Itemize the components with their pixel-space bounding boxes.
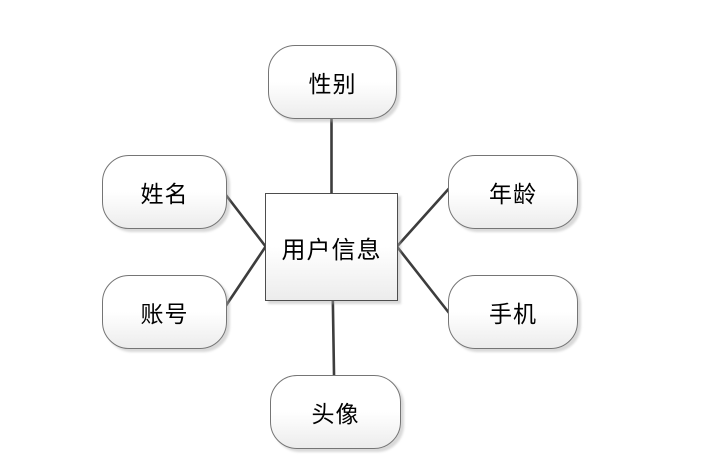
node-avatar-label: 头像 — [311, 402, 360, 428]
node-phone-label: 手机 — [489, 302, 537, 328]
node-gender-label: 性别 — [308, 72, 357, 98]
node-name-label: 姓名 — [140, 182, 189, 208]
node-account-label: 账号 — [140, 302, 189, 328]
node-phone: 手机 — [448, 275, 578, 349]
node-gender: 性别 — [268, 45, 397, 119]
node-entity: 用户信息 — [265, 193, 398, 301]
node-avatar: 头像 — [270, 375, 401, 449]
node-name: 姓名 — [102, 155, 227, 229]
connector-phone-entity — [395, 244, 455, 320]
connector-age-entity — [395, 182, 455, 249]
node-age-label: 年龄 — [489, 182, 537, 208]
node-account: 账号 — [102, 275, 227, 349]
node-age: 年龄 — [448, 155, 578, 229]
node-entity-label: 用户信息 — [281, 235, 382, 264]
